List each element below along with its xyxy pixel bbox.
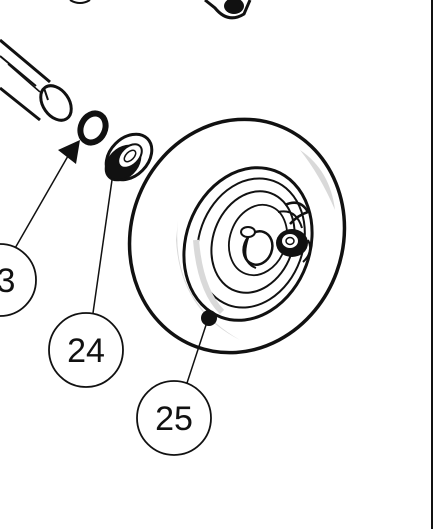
callout-23: 3 — [0, 243, 37, 317]
bearing-spacer — [104, 132, 154, 182]
leader-line-25 — [186, 321, 208, 384]
axle-shaft — [0, 38, 73, 122]
wheel — [127, 117, 347, 355]
leader-dot-25 — [201, 310, 217, 326]
top-bolt-part — [69, 0, 252, 20]
callout-25-label: 25 — [155, 400, 193, 438]
washer-ring — [77, 110, 109, 146]
leader-line-23 — [13, 155, 69, 251]
callout-25: 25 — [136, 380, 212, 456]
leader-line-24 — [92, 179, 113, 314]
arrow-marker — [58, 140, 80, 164]
callout-23-label: 3 — [0, 262, 15, 300]
callout-24-label: 24 — [67, 332, 105, 370]
hub-bore — [242, 230, 274, 266]
callout-24: 24 — [48, 312, 124, 388]
